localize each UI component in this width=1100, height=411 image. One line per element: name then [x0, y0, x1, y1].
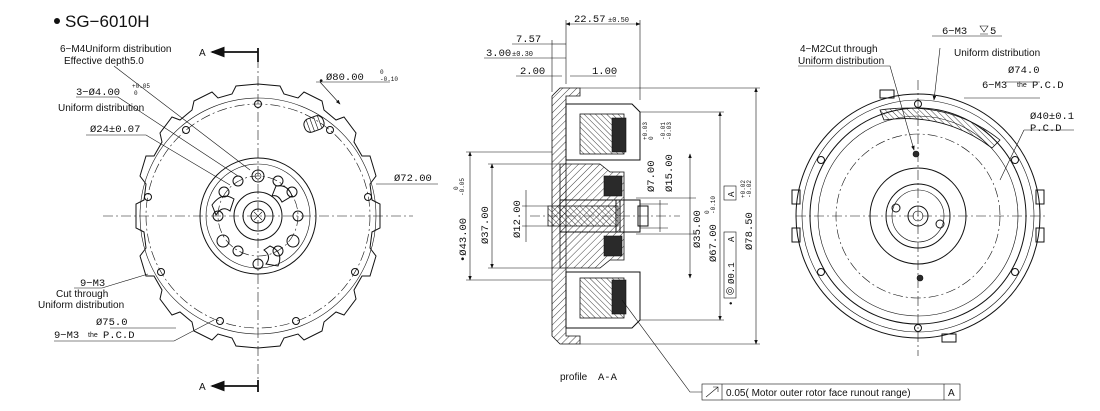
svg-text:-0.10: -0.10	[380, 76, 398, 83]
concentricity-frame	[723, 231, 737, 299]
datum-a: A	[727, 191, 737, 197]
dim-d74: Ø74.0	[1008, 65, 1040, 77]
svg-text:the: the	[88, 332, 98, 339]
rear-uniform: Uniform distribution	[954, 48, 1040, 59]
svg-text:•: •	[318, 76, 324, 88]
svg-text:+0.05: +0.05	[132, 83, 150, 90]
dim-7-57: 7.57	[516, 34, 541, 46]
svg-text:0: 0	[380, 69, 384, 76]
hole-uniform: Uniform distribution	[58, 103, 144, 114]
profile-ref: A-A	[598, 372, 618, 384]
rear-pcd2: P.C.D	[1030, 123, 1062, 135]
runout-datum: A	[948, 388, 955, 399]
dim-d78: Ø78.50	[744, 212, 756, 250]
dim-2: 2.00	[520, 66, 545, 78]
dim-d24: Ø24±0.07	[90, 124, 140, 136]
rim-inner-ring	[139, 97, 377, 335]
front-view: A A	[38, 44, 438, 393]
svg-text:-0.05: -0.05	[459, 178, 466, 196]
nameplate-knurl	[303, 115, 325, 133]
note-m4-line1: 6−M4Uniform distribution	[60, 44, 171, 55]
note-cut-through: Cut through	[56, 289, 108, 300]
pcd40-circle	[835, 133, 1001, 299]
svg-text:Ø0.1: Ø0.1	[727, 262, 737, 284]
note-m2-line2: Uniform distribution	[798, 56, 884, 67]
dim-3: 3.00	[486, 48, 511, 60]
page-title: SG−6010H	[65, 12, 150, 31]
svg-text:-0.02: -0.02	[746, 180, 753, 198]
dim-d15: Ø15.00	[664, 154, 676, 192]
dim-d43: •Ø43.00	[458, 218, 470, 262]
profile-label: profile	[560, 372, 588, 383]
runout-note: 0.05( Motor outer rotor face runout rang…	[726, 388, 911, 399]
dim-d22: 22.57	[574, 14, 606, 26]
rear-pcd-prefix: 6−M3	[982, 80, 1007, 92]
dim-d67: Ø67.00	[708, 224, 720, 262]
section-marker-top: A	[199, 48, 206, 59]
section-marker-bottom: A	[199, 382, 206, 393]
svg-text:5: 5	[990, 26, 996, 38]
svg-text:±0.30: ±0.30	[512, 51, 533, 59]
svg-text:0: 0	[134, 90, 138, 97]
runout-icon	[705, 386, 719, 398]
dim-d80: Ø80.00	[326, 72, 364, 84]
dim-d37: Ø37.00	[480, 206, 492, 244]
dim-d75: Ø75.0	[96, 317, 128, 329]
svg-text:0: 0	[453, 186, 460, 190]
dim-d12: Ø12.00	[512, 200, 524, 238]
rear-outer	[795, 93, 1041, 339]
depth-symbol	[979, 25, 989, 35]
note-uniform2: Uniform distribution	[38, 300, 124, 311]
svg-text:A: A	[727, 236, 737, 242]
note-9m3: 9−M3	[80, 278, 105, 290]
hole-note: 3−Ø4.00	[76, 87, 120, 99]
svg-text:+0.03: +0.03	[642, 122, 649, 140]
svg-text:0: 0	[704, 210, 711, 214]
title-bullet	[54, 18, 60, 24]
shaft-center	[250, 208, 266, 224]
svg-text:-0.10: -0.10	[710, 196, 717, 214]
runout-frame	[701, 383, 961, 401]
pcd-label: P.C.D	[103, 330, 135, 342]
section-view: 22.57 ±0.50 7.57 3.00 ±0.30 2.00 1.00 •Ø…	[453, 14, 961, 401]
svg-text:•: •	[727, 301, 737, 306]
note-m3-depth: 6−M3	[942, 26, 967, 38]
dim-d72: Ø72.00	[394, 173, 432, 185]
pcd-prefix: 9−M3	[54, 330, 79, 342]
dim-d40: Ø40±0.1	[1030, 111, 1074, 123]
svg-text:-0.03: -0.03	[666, 122, 673, 140]
rear-view: 4−M2Cut through Uniform distribution 6−M…	[791, 25, 1074, 356]
cable-slot	[879, 107, 1001, 149]
hub-outer	[199, 157, 317, 275]
dim-d35: Ø35.00	[692, 210, 704, 248]
svg-text:+0.02: +0.02	[740, 180, 747, 198]
svg-text:the: the	[1017, 82, 1027, 89]
outer-rim	[135, 83, 381, 349]
note-m4-line2: Effective depth5.0	[64, 56, 144, 67]
svg-text:-0.01: -0.01	[660, 122, 667, 140]
shaft	[547, 205, 619, 227]
note-m2-line1: 4−M2Cut through	[800, 44, 878, 55]
rear-pcd: P.C.D	[1032, 80, 1064, 92]
svg-text:0: 0	[648, 136, 655, 140]
pcd75-circle	[145, 103, 371, 329]
dim-1: 1.00	[592, 66, 617, 78]
dim-d7: Ø7.00	[646, 160, 658, 192]
svg-text:±0.50: ±0.50	[608, 17, 629, 25]
rear-hub	[885, 183, 951, 249]
